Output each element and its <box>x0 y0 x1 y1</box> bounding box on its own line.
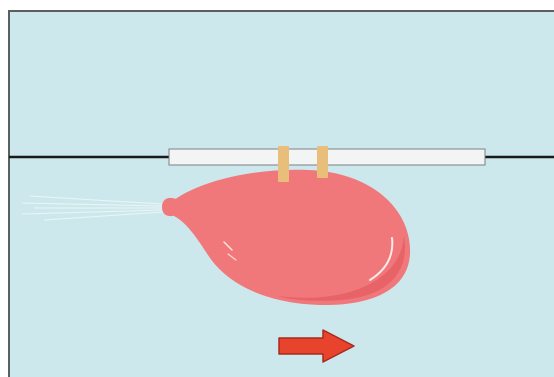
balloon-nozzle <box>162 198 176 216</box>
tape-strip-left <box>278 146 289 182</box>
tape-strip-right <box>317 146 328 178</box>
